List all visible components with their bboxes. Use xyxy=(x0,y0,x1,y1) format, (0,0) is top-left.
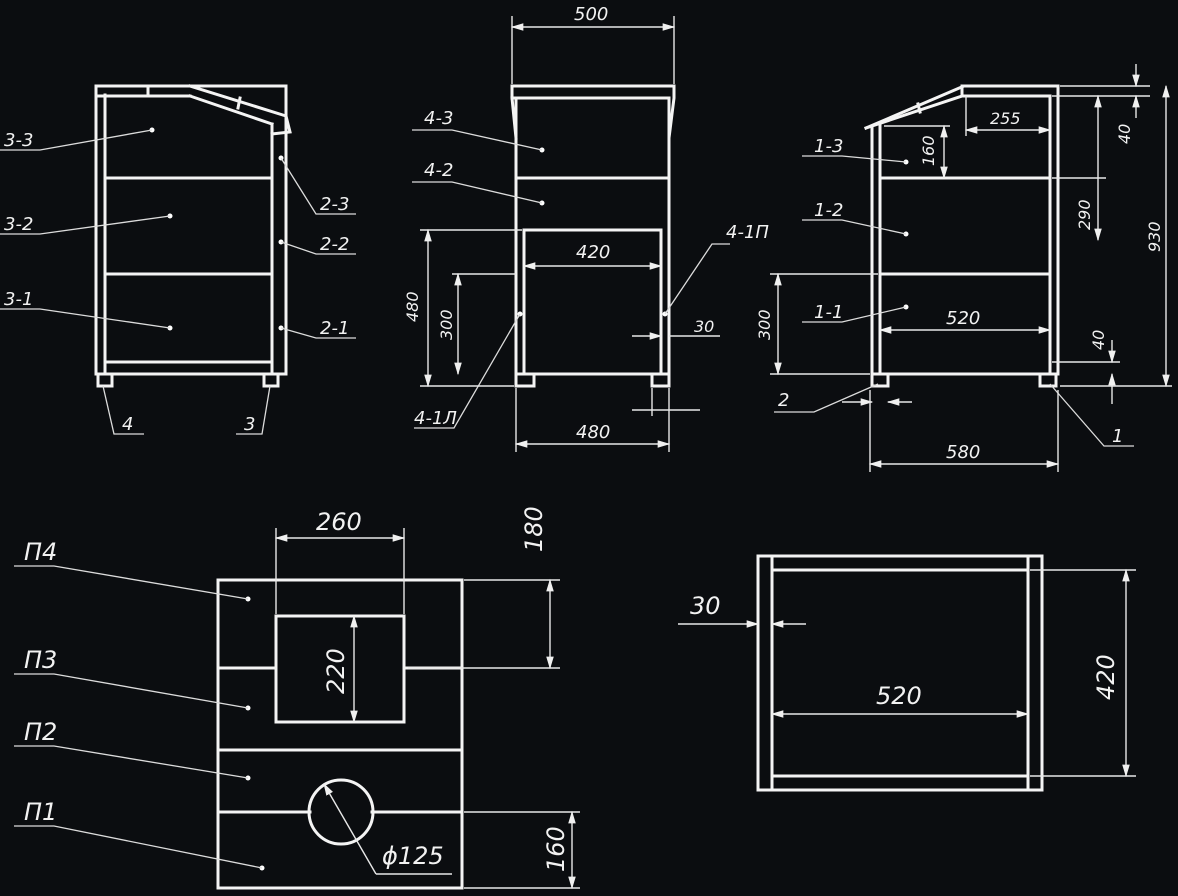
panel-window xyxy=(274,614,406,724)
front-view: 3-3 3-2 3-1 2-3 2-2 2-1 4 3 xyxy=(0,84,356,435)
side-view: 4-3 4-2 4-1П 4-1Л 500 420 480 300 30 480 xyxy=(403,4,769,452)
front-outline xyxy=(94,84,288,376)
dim-d125: ϕ125 xyxy=(382,842,444,870)
label-2-1: 2-1 xyxy=(320,318,349,339)
dim-180: 180 xyxy=(520,506,548,552)
label-p4: П4 xyxy=(24,538,57,566)
label-1-right: 1 xyxy=(1112,426,1123,447)
label-4-1l: 4-1Л xyxy=(414,408,457,429)
dim-255: 255 xyxy=(990,109,1021,128)
dim-480-vertical: 480 xyxy=(403,291,422,322)
panel-outline xyxy=(216,578,464,890)
right-view: 1-3 1-2 1-1 2 1 255 160 40 290 930 300 5… xyxy=(755,64,1172,472)
dim-420: 420 xyxy=(576,242,610,263)
dim-30-side: 30 xyxy=(694,317,714,336)
label-2-2: 2-2 xyxy=(320,234,349,255)
dim-300-side: 300 xyxy=(437,309,456,340)
dim-480-bottom: 480 xyxy=(576,422,610,443)
label-3-1: 3-1 xyxy=(4,289,33,310)
label-4-3: 4-3 xyxy=(424,108,453,129)
dim-40-top: 40 xyxy=(1115,124,1134,144)
label-3-3: 3-3 xyxy=(4,130,33,151)
dim-220: 220 xyxy=(322,648,350,694)
label-p1: П1 xyxy=(24,798,57,826)
dim-520-top: 520 xyxy=(876,682,922,710)
label-2-3: 2-3 xyxy=(320,194,349,215)
label-3-2: 3-2 xyxy=(4,214,33,235)
dim-260: 260 xyxy=(316,508,362,536)
dim-300-right: 300 xyxy=(755,309,774,340)
dim-520-right: 520 xyxy=(946,308,980,329)
label-1-3: 1-3 xyxy=(814,136,843,157)
label-1-1: 1-1 xyxy=(814,302,843,323)
dim-930: 930 xyxy=(1145,221,1164,252)
label-4-1p: 4-1П xyxy=(726,222,769,243)
vent-hole xyxy=(307,778,375,846)
dim-580: 580 xyxy=(946,442,980,463)
dim-500: 500 xyxy=(574,4,608,25)
label-2-right: 2 xyxy=(778,390,789,411)
panel-view: П4 П3 П2 П1 260 180 220 ϕ125 160 xyxy=(14,506,580,890)
label-p3: П3 xyxy=(24,646,57,674)
dim-290: 290 xyxy=(1075,199,1094,230)
dim-30-top: 30 xyxy=(690,592,721,620)
label-4: 4 xyxy=(122,414,133,435)
dim-160-panel: 160 xyxy=(542,826,570,872)
dim-160-right: 160 xyxy=(919,135,938,166)
label-1-2: 1-2 xyxy=(814,200,843,221)
side-top xyxy=(510,84,676,139)
top-view: 30 520 420 xyxy=(678,554,1136,792)
dim-420-top: 420 xyxy=(1092,654,1120,700)
label-4-2: 4-2 xyxy=(424,160,453,181)
label-p2: П2 xyxy=(24,718,57,746)
dim-40-bottom: 40 xyxy=(1089,330,1108,350)
label-3: 3 xyxy=(244,414,255,435)
top-outline xyxy=(756,554,1044,792)
